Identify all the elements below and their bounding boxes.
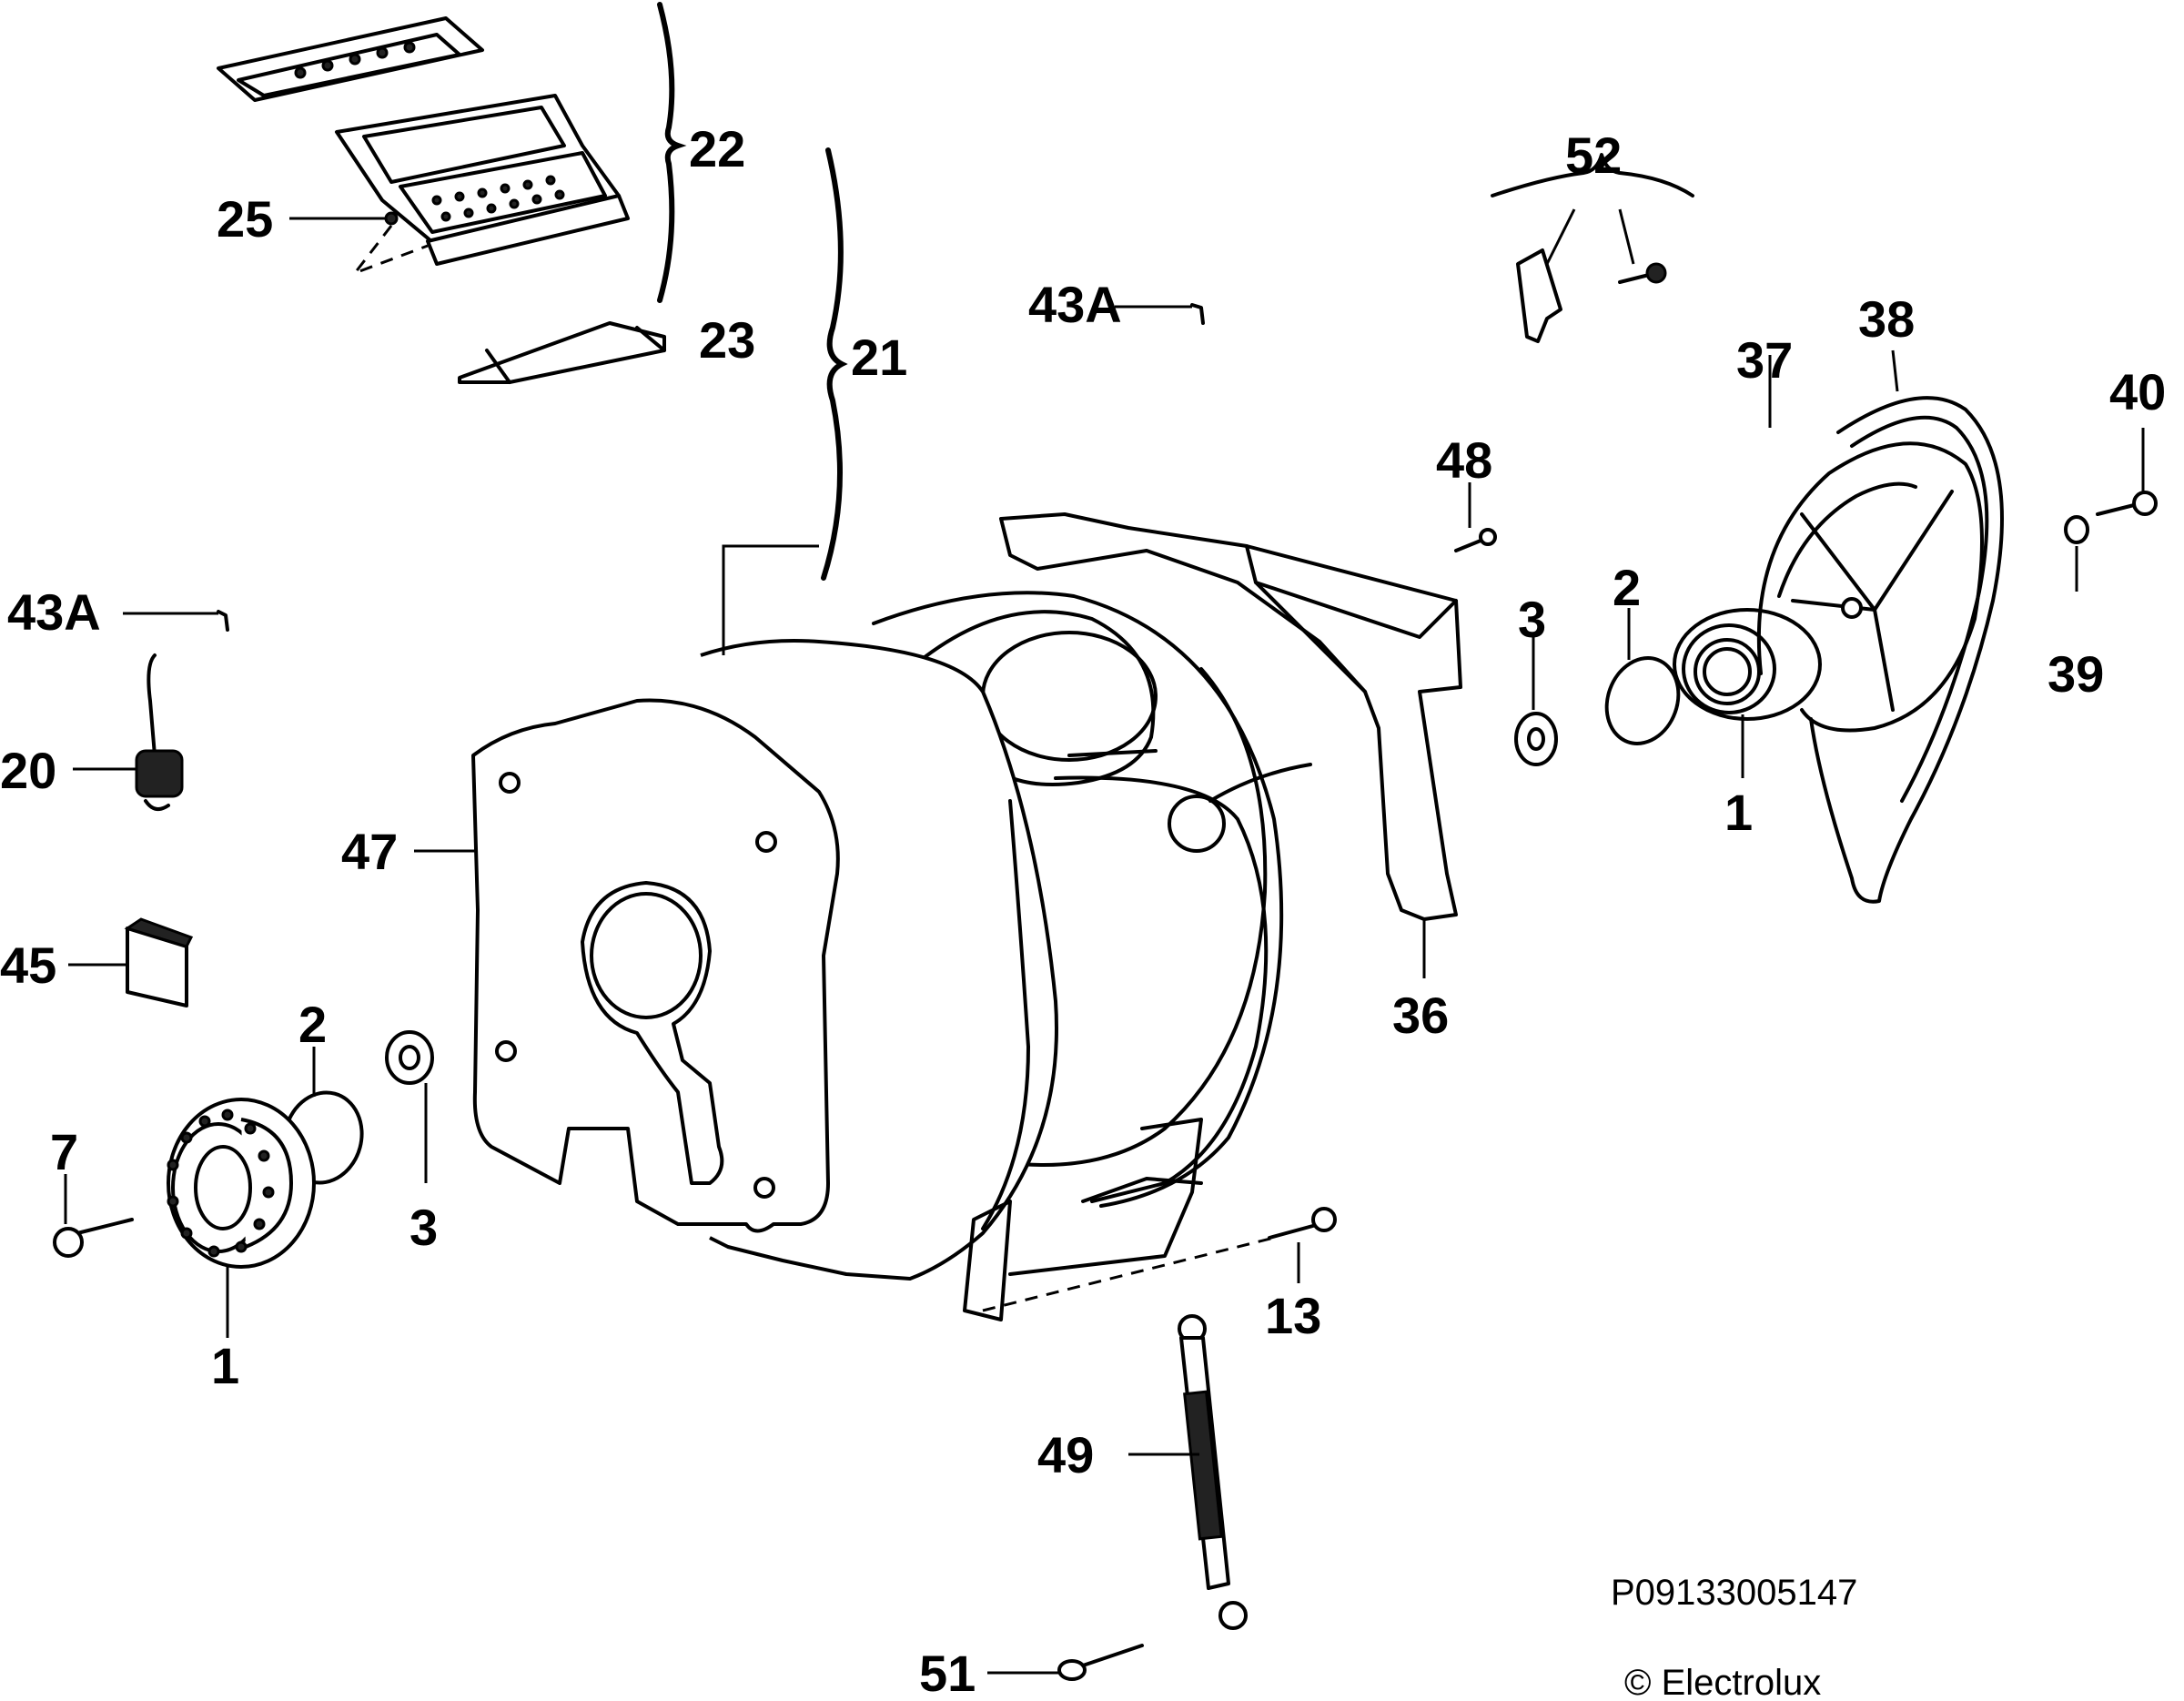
part-38-belt [1809,349,2004,904]
part-45-block [68,917,194,1007]
label-22: 22 [689,120,745,177]
label-1-left: 1 [211,1337,239,1394]
label-3-left: 3 [410,1199,438,1256]
label-49: 49 [1037,1426,1094,1483]
label-1-right: 1 [1724,784,1753,841]
label-2-right: 2 [1613,559,1641,616]
label-37: 37 [1736,331,1793,389]
part-3-right-washer [1514,637,1558,766]
label-21: 21 [851,329,907,386]
part-20-spring [73,653,184,811]
label-3-right: 3 [1518,591,1546,648]
label-47: 47 [341,823,398,880]
label-20: 20 [0,742,56,799]
part-39-washer [2064,515,2089,592]
label-45: 45 [0,937,56,994]
part-43a-left-clip [123,610,229,632]
part-22-grille-assembly [217,16,630,266]
brace-22 [657,2,687,303]
label-38: 38 [1858,290,1915,348]
label-52: 52 [1565,127,1622,184]
part-37-pulley [1756,355,1984,733]
part-13-bolt [1268,1207,1337,1283]
part-25-screw [289,211,429,277]
label-40: 40 [2109,363,2166,420]
part-51-pin [987,1644,1144,1681]
brace-21 [821,147,848,581]
part-49-damper [1128,1314,1248,1630]
part-43a-top-clip [1115,303,1205,325]
part-40-bolt [2096,428,2158,516]
label-7: 7 [50,1123,78,1180]
part-1-right-hub [1673,608,1822,778]
label-2-left: 2 [298,996,327,1053]
part-2-right-seal [1604,608,1681,745]
part-number: P09133005147 [1611,1573,1857,1613]
label-36: 36 [1392,987,1449,1044]
label-48: 48 [1436,431,1492,489]
label-13: 13 [1265,1287,1321,1344]
label-51: 51 [919,1645,976,1701]
part-7-bolt [53,1174,134,1258]
part-47-front-panel [471,544,840,1233]
label-25: 25 [217,190,273,248]
label-39: 39 [2048,645,2104,703]
label-23: 23 [699,311,755,369]
part-23-strip [458,321,666,384]
part-3-left-washer [385,1030,434,1183]
label-43a-left: 43A [7,583,101,641]
part-52-sensor [1491,153,1694,343]
label-43a-top: 43A [1028,276,1122,333]
part-1-left-hub [167,1098,316,1338]
copyright: © Electrolux [1624,1663,1821,1701]
part-48-screw [1454,482,1497,552]
